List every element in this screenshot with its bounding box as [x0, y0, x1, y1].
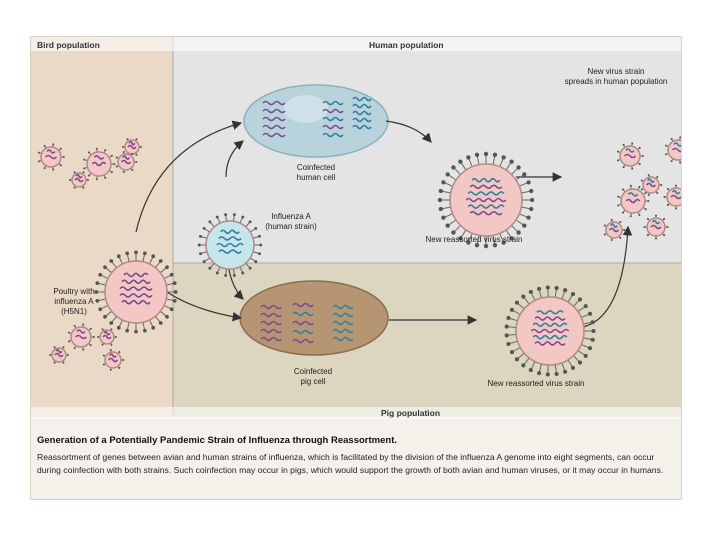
bird-population-panel	[31, 37, 173, 417]
virus-bird-3	[122, 138, 142, 156]
virus-bird-7	[102, 349, 125, 371]
virus-new-reassorted-top	[437, 151, 535, 249]
virus-bird-6	[97, 328, 117, 346]
virus-spreading-3	[640, 174, 663, 196]
virus-bird-1	[83, 147, 116, 181]
caption-body: Reassortment of genes between avian and …	[37, 452, 664, 475]
virus-bird-0	[37, 143, 65, 171]
new-reassorted-strain-top-label: New reassorted virus strain	[425, 235, 523, 244]
pig-population-header: Pig population	[381, 408, 441, 418]
pig-population-panel	[173, 263, 681, 417]
virus-bird-8	[49, 346, 69, 364]
virus-bird-5	[67, 323, 95, 351]
virus-bird-2	[69, 171, 89, 189]
virus-new-reassorted-bottom	[504, 285, 596, 377]
virus-spreading-4	[663, 184, 681, 210]
arrow-human-strain-to-human-cell	[225, 140, 244, 178]
new-strain-spreads-label: New virus strain spreads in human popula…	[564, 67, 668, 86]
virus-poultry-h5n1	[94, 250, 178, 334]
coinfected-pig-cell	[239, 280, 389, 356]
human-population-panel	[173, 37, 681, 263]
virus-bird-4	[115, 151, 138, 173]
virus-spreading-1	[664, 136, 681, 164]
virus-spreading-6	[603, 219, 626, 241]
diagram-artwork	[31, 37, 681, 419]
virus-spreading-2	[617, 184, 650, 218]
bird-population-header: Bird population	[37, 40, 100, 50]
new-reassorted-strain-bottom-label: New reassorted virus strain	[487, 379, 585, 388]
arrow-poultry-to-human-cell	[135, 120, 243, 233]
virus-spreading-5	[643, 214, 669, 240]
figure-panel: Bird population Human population Pig pop…	[30, 36, 682, 500]
arrow-human-cell-to-reassorted	[385, 120, 432, 143]
human-population-header: Human population	[369, 40, 444, 50]
coinfected-pig-cell-label: Coinfected pig cell	[293, 367, 333, 386]
virus-influenza-human-strain	[197, 213, 263, 277]
coinfected-human-cell-label: Coinfected human cell	[296, 163, 336, 182]
virus-spreading-0	[616, 142, 644, 170]
caption-title: Generation of a Potentially Pandemic Str…	[37, 435, 397, 446]
influenza-human-strain-label: Influenza A (human strain)	[265, 212, 317, 231]
poultry-label: Poultry with influenza A (H5N1)	[53, 287, 95, 316]
